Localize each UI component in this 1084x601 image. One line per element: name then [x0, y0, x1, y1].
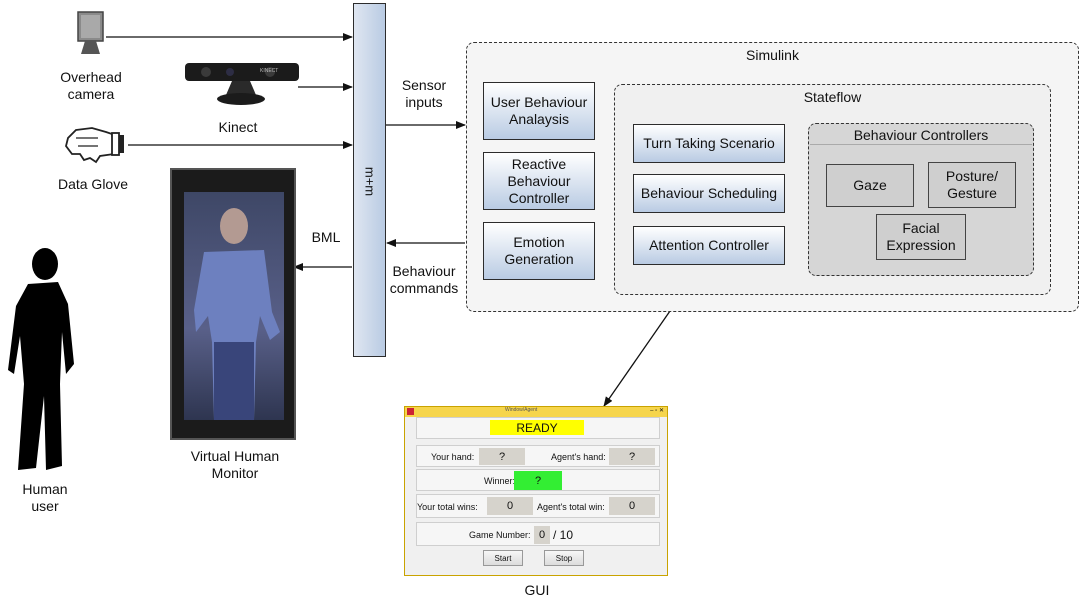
behaviour-scheduling-box: Behaviour Scheduling: [633, 174, 785, 213]
gui-label: GUI: [524, 582, 550, 598]
gui-status-row: READY: [416, 417, 660, 439]
agent-hand-label: Agent's hand:: [551, 452, 606, 462]
agent-wins-label: Agent's total win:: [537, 502, 605, 512]
kinect-label: Kinect: [218, 119, 258, 135]
facial-expression-box: Facial Expression: [876, 214, 966, 260]
emotion-generation-box: Emotion Generation: [483, 222, 595, 280]
monitor-label: Virtual Human Monitor: [190, 448, 280, 481]
your-wins-value: 0: [487, 497, 533, 515]
gui-window-title: Window/Agent: [505, 407, 538, 413]
attention-controller-box: Attention Controller: [633, 226, 785, 265]
gaze-box: Gaze: [826, 164, 914, 207]
mm-bar: m+m: [353, 3, 386, 357]
behaviour-controllers-title: Behaviour Controllers: [853, 127, 989, 143]
posture-gesture-box: Posture/ Gesture: [928, 162, 1016, 208]
turn-taking-box: Turn Taking Scenario: [633, 124, 785, 163]
simulink-title: Simulink: [746, 47, 799, 63]
winner-label: Winner:: [484, 476, 516, 486]
monitor-screen: [184, 192, 284, 420]
gui-arrow: [603, 310, 671, 407]
your-hand-value: ?: [479, 448, 525, 465]
gui-hands-row: Your hand: ? Agent's hand: ?: [416, 445, 660, 467]
your-wins-label: Your total wins:: [417, 502, 478, 512]
agent-hand-value: ?: [609, 448, 655, 465]
start-button[interactable]: Start: [483, 550, 523, 566]
kinect-logo: KINECT: [260, 68, 279, 74]
kinect-icon: [185, 63, 299, 105]
gui-title-bar: Window/Agent – ▫ ✕: [405, 407, 667, 417]
camera-icon: [77, 11, 104, 54]
glove-icon: [65, 127, 124, 164]
game-total: / 10: [553, 528, 574, 542]
glove-label: Data Glove: [57, 176, 129, 192]
agent-wins-value: 0: [609, 497, 655, 515]
bml-label: BML: [311, 229, 341, 245]
gui-window: Window/Agent – ▫ ✕ READY Your hand: ? Ag…: [404, 406, 668, 576]
user-behaviour-analysis-box: User Behaviour Analaysis: [483, 82, 595, 140]
gui-wins-row: Your total wins: 0 Agent's total win: 0: [416, 494, 660, 518]
mm-label: m+m: [362, 166, 378, 197]
stateflow-title: Stateflow: [803, 89, 862, 105]
gui-game-row: Game Number: 0 / 10: [416, 522, 660, 546]
sensor-label: Sensor inputs: [401, 77, 447, 110]
game-number-label: Game Number:: [469, 530, 531, 540]
virtual-human-monitor: [170, 168, 296, 440]
reactive-behaviour-box: Reactive Behaviour Controller: [483, 152, 595, 210]
behaviour-controllers-header-divider: [810, 144, 1032, 145]
stop-button[interactable]: Stop: [544, 550, 584, 566]
camera-label: Overhead camera: [60, 69, 122, 102]
winner-value: ?: [514, 471, 562, 490]
your-hand-label: Your hand:: [431, 452, 475, 462]
game-number-value: 0: [534, 526, 550, 544]
gui-ready-indicator: READY: [490, 420, 584, 435]
gui-winner-row: Winner: ?: [416, 469, 660, 491]
gui-app-icon: [407, 408, 414, 415]
virtual-human-figure: [194, 208, 280, 420]
human-label: Human user: [22, 481, 68, 514]
behaviour-commands-label: Behaviour commands: [389, 263, 459, 296]
gui-window-controls[interactable]: – ▫ ✕: [650, 408, 664, 414]
human-user-icon: [8, 248, 74, 470]
